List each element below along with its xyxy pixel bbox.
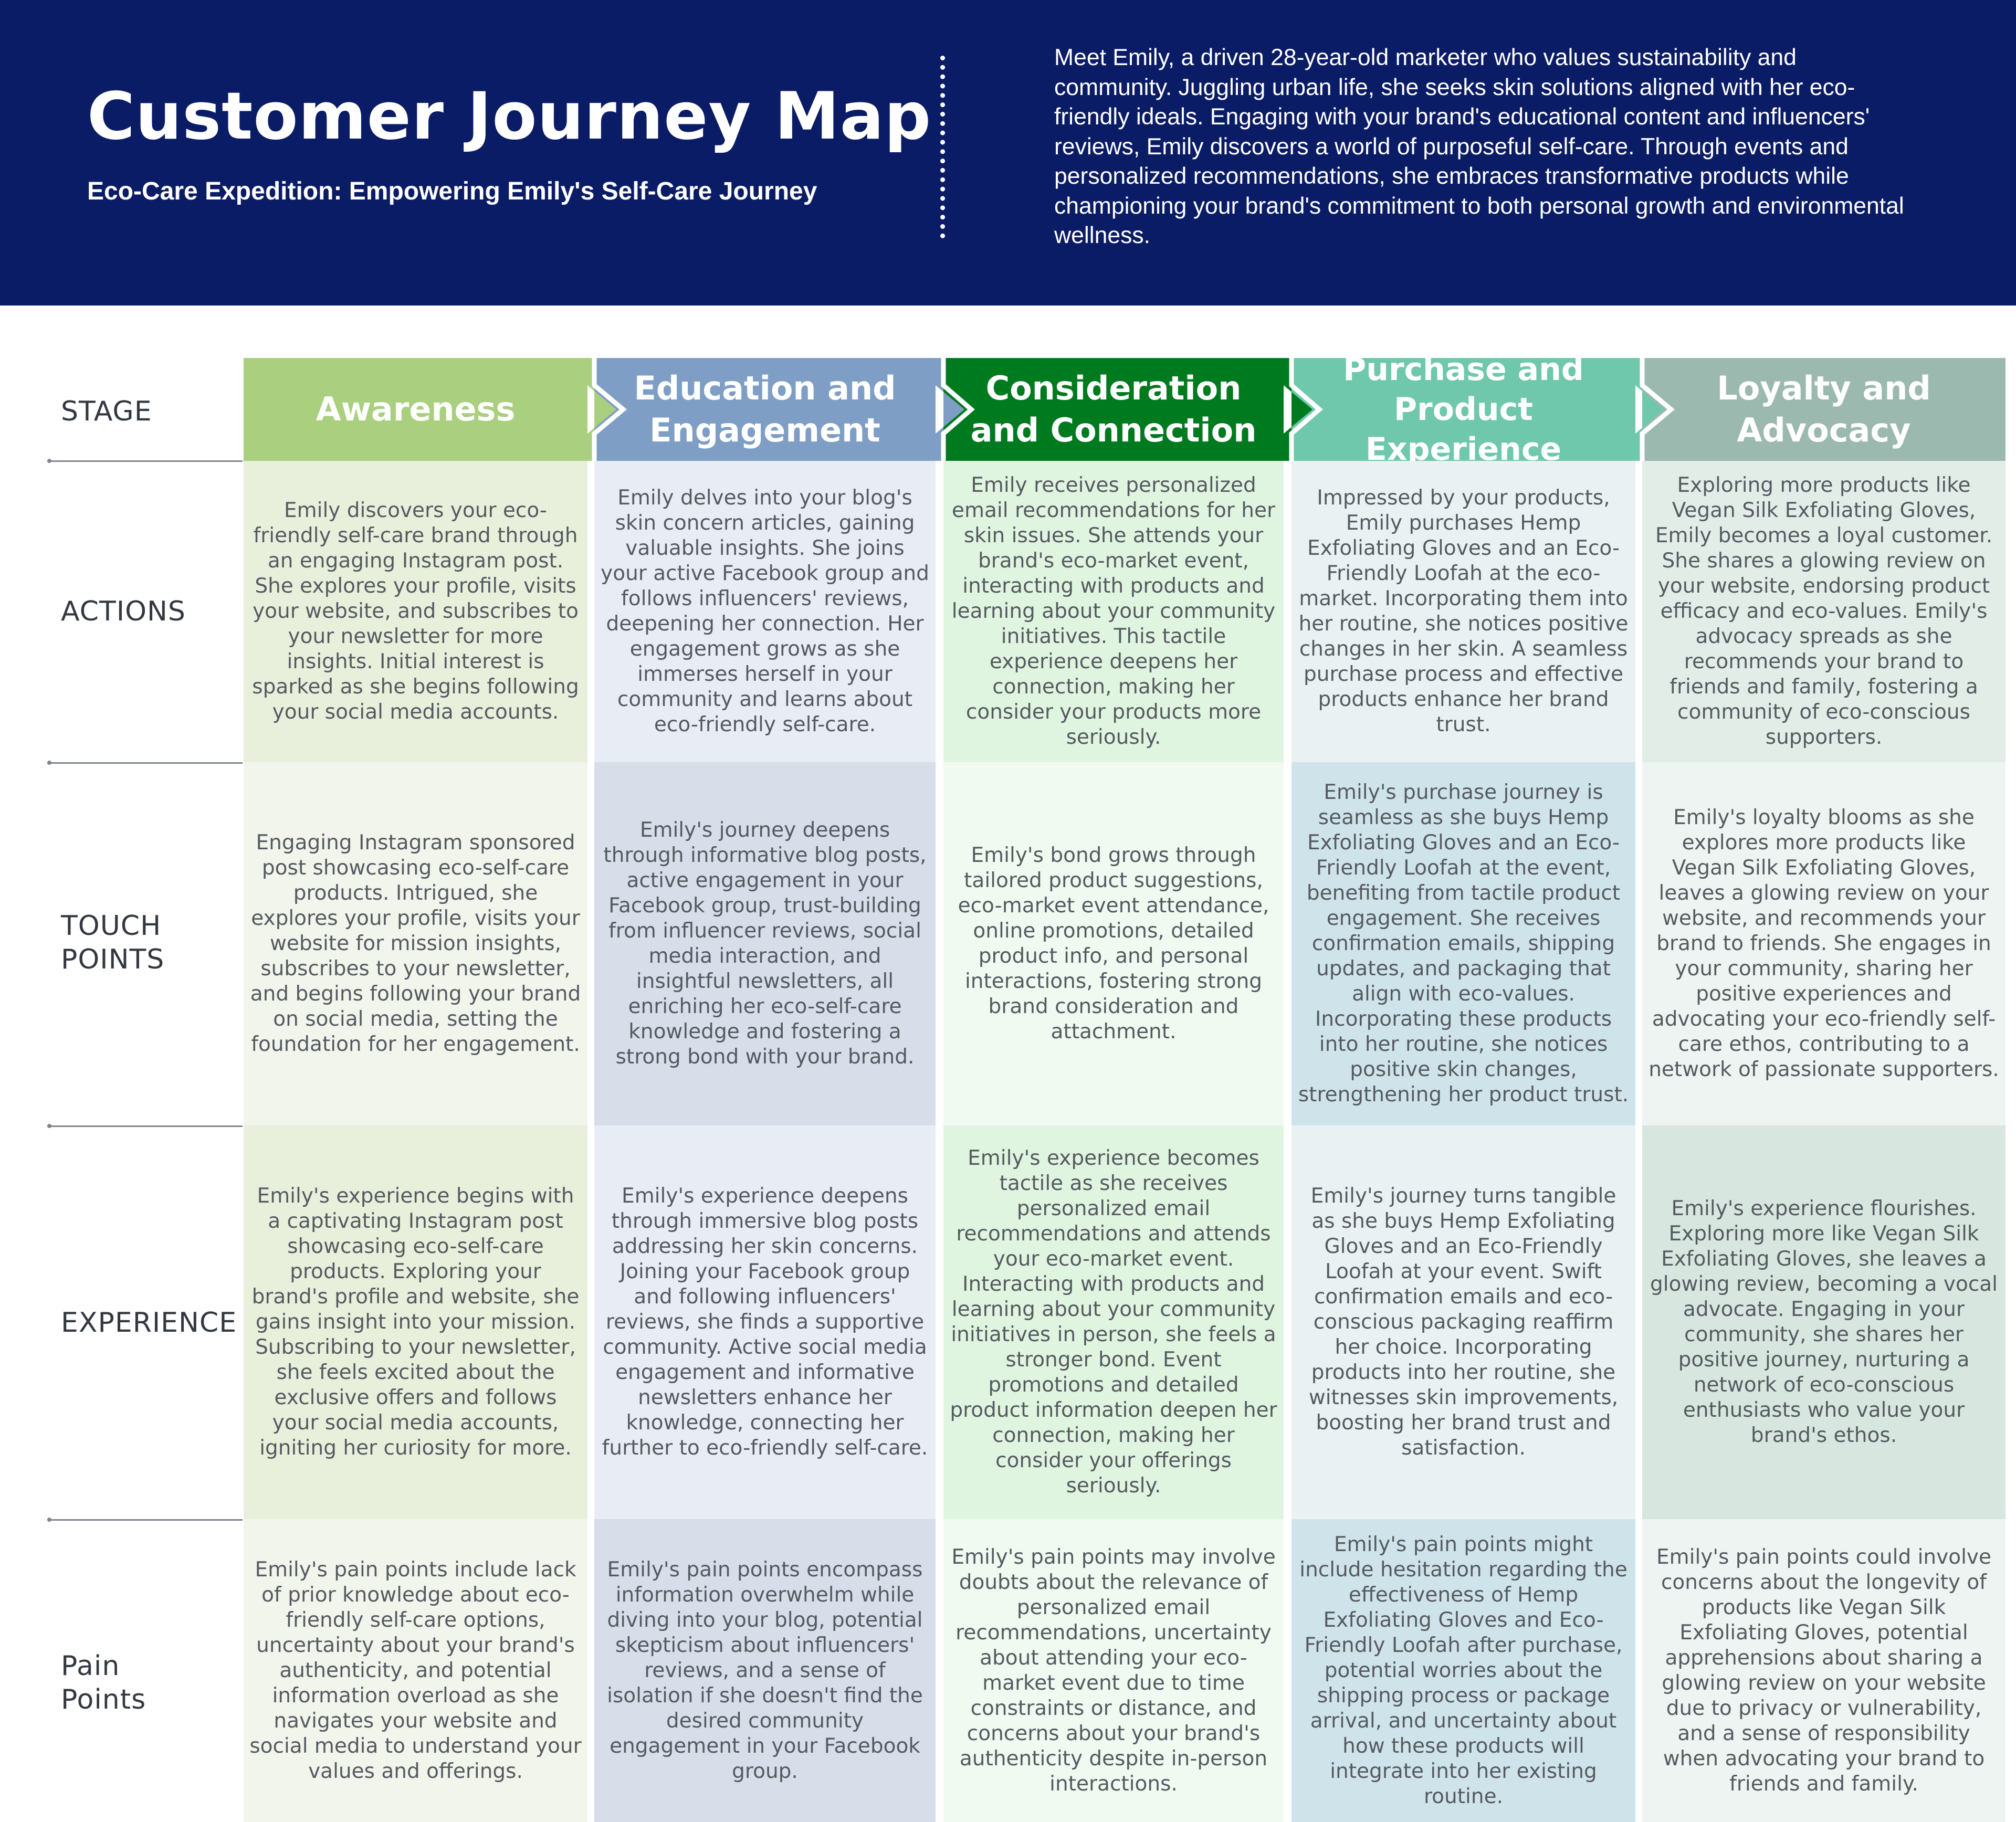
row-label-touch-points: TOUCH POINTS: [61, 909, 164, 976]
cell-consideration-actions: Emily receives personalized email recomm…: [943, 461, 1284, 762]
row-divider: [47, 1124, 243, 1128]
cell-purchase-actions: Impressed by your products, Emily purcha…: [1292, 461, 1635, 762]
row-label-actions: ACTIONS: [61, 596, 186, 627]
cell-loyalty-experience: Emily's experience flourishes. Exploring…: [1642, 1125, 2006, 1519]
cell-awareness-experience: Emily's experience begins with a captiva…: [244, 1125, 587, 1519]
page-subtitle: Eco-Care Expedition: Empowering Emily's …: [87, 177, 817, 205]
cell-education-pain-points: Emily's pain points encompass informatio…: [594, 1519, 936, 1822]
chevron-arrow-icon: [936, 358, 975, 461]
cell-education-actions: Emily delves into your blog's skin conce…: [594, 461, 936, 762]
stage-header-consideration: Consideration and Connection: [943, 358, 1284, 461]
stage-header-awareness: Awareness: [244, 358, 587, 461]
persona-intro: Meet Emily, a driven 28-year-old markete…: [1054, 45, 1904, 248]
stage-title-line1: Education and: [634, 369, 896, 407]
stage-title: Awareness: [316, 390, 516, 428]
row-divider: [47, 1518, 243, 1522]
cell-loyalty-actions: Exploring more products like Vegan Silk …: [1642, 461, 2006, 762]
row-label-pain-points: Pain Points: [61, 1649, 146, 1716]
header-banner: Customer Journey Map Eco-Care Expedition…: [0, 0, 2016, 306]
chevron-arrow-icon: [587, 358, 627, 461]
stage-title-line2: Product Experience: [1365, 391, 1562, 468]
chevron-arrow-icon: [1284, 358, 1323, 461]
cell-loyalty-touch-points: Emily's loyalty blooms as she explores m…: [1642, 762, 2006, 1125]
row-divider: [47, 761, 243, 765]
cell-consideration-pain-points: Emily's pain points may involve doubts a…: [943, 1519, 1284, 1822]
page-title: Customer Journey Map: [87, 79, 932, 154]
stage-header-purchase: Purchase and Product Experience: [1292, 351, 1635, 468]
cell-awareness-pain-points: Emily's pain points include lack of prio…: [244, 1519, 587, 1822]
row-label-touch-points-line1: TOUCH: [61, 910, 162, 942]
stage-title-line2: Engagement: [649, 411, 880, 449]
stage-title-line1: Purchase and: [1343, 351, 1584, 388]
row-divider: [47, 459, 243, 463]
stage-title-line2: and Connection: [970, 411, 1257, 449]
row-label-experience: EXPERIENCE: [61, 1307, 237, 1339]
stage-title-line1: Consideration: [985, 369, 1242, 407]
cell-purchase-pain-points: Emily's pain points might include hesita…: [1292, 1519, 1635, 1822]
stage-title-line2: Advocacy: [1737, 411, 1911, 449]
cell-consideration-experience: Emily's experience becomes tactile as sh…: [943, 1125, 1284, 1519]
cell-awareness-actions: Emily discovers your eco-friendly self-c…: [244, 461, 587, 762]
cell-purchase-experience: Emily's journey turns tangible as she bu…: [1292, 1125, 1635, 1519]
row-label-pain-points-line2: Points: [61, 1684, 146, 1715]
cell-purchase-touch-points: Emily's purchase journey is seamless as …: [1292, 762, 1635, 1125]
stage-header-loyalty: Loyalty and Advocacy: [1642, 358, 2006, 461]
cell-education-experience: Emily's experience deepens through immer…: [594, 1125, 936, 1519]
dotted-divider: [940, 56, 945, 238]
row-label-pain-points-line1: Pain: [61, 1650, 120, 1682]
cell-awareness-touch-points: Engaging Instagram sponsored post showca…: [244, 762, 587, 1125]
row-label-stage: STAGE: [61, 396, 152, 427]
stage-title-line1: Loyalty and: [1717, 369, 1931, 407]
cell-consideration-touch-points: Emily's bond grows through tailored prod…: [943, 762, 1284, 1125]
chevron-arrow-icon: [1635, 358, 1675, 461]
cell-education-touch-points: Emily's journey deepens through informat…: [594, 762, 936, 1125]
cell-loyalty-pain-points: Emily's pain points could involve concer…: [1642, 1519, 2006, 1822]
stage-header-education: Education and Engagement: [594, 358, 936, 461]
row-label-touch-points-line2: POINTS: [61, 944, 165, 975]
